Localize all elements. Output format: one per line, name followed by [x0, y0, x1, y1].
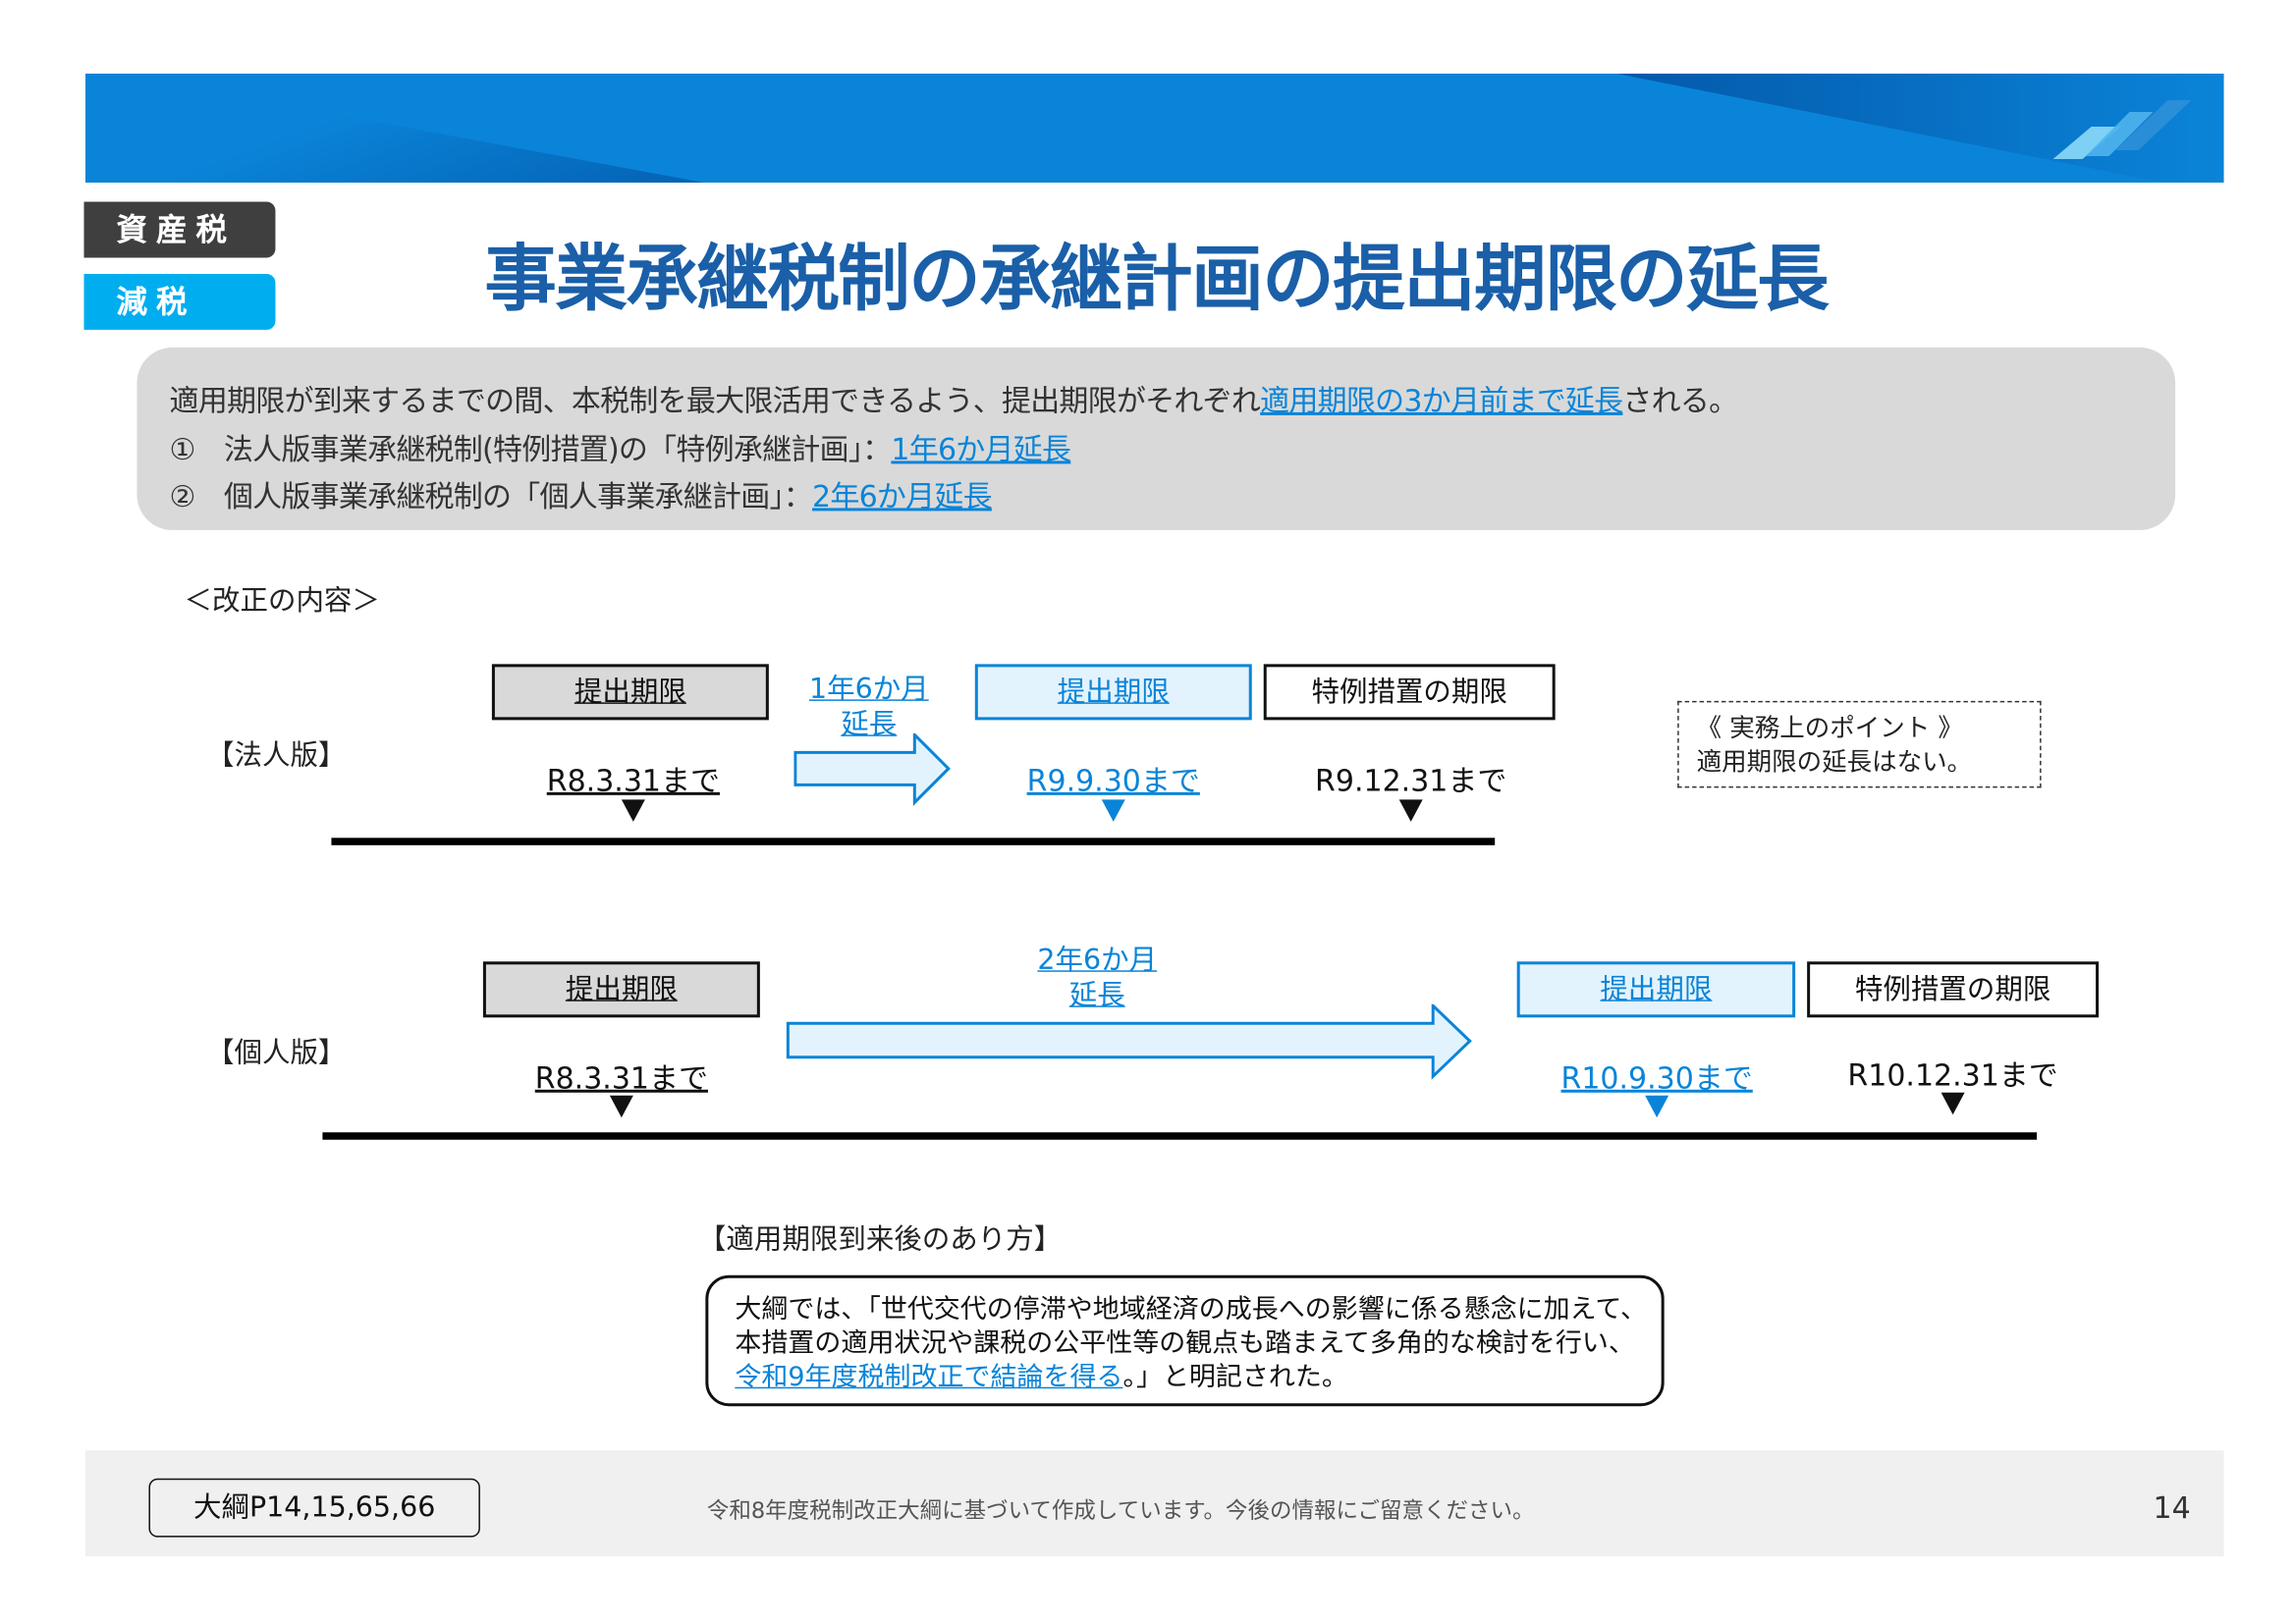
after-heading: 【適用期限到来後のあり方】 [697, 1223, 1063, 1257]
section-label: ＜改正の内容＞ [184, 584, 380, 618]
after-line: 本措置の適用状況や課税の公平性等の観点も踏まえて多角的な検討を行い、 [735, 1327, 1635, 1360]
corporate-box-before: 提出期限 [491, 664, 769, 721]
corporate-date-special: R9.12.31まで [1315, 762, 1507, 798]
summary-line-1: 適用期限が到来するまでの間、本税制を最大限活用できるよう、提出期限がそれぞれ適用… [169, 377, 1738, 419]
tag-tax-reduction: 減税 [83, 273, 276, 330]
personal-date-special: R10.12.31まで [1847, 1056, 2058, 1093]
corporate-label: 【法人版】 [205, 738, 347, 772]
footer-note: 令和8年度税制改正大綱に基づいて作成しています。今後の情報にご留意ください。 [706, 1497, 1535, 1525]
personal-date-before: R8.3.31まで [534, 1059, 708, 1096]
personal-box-after: 提出期限 [1516, 961, 1796, 1018]
corporate-timeline [331, 838, 1496, 845]
summary-link[interactable]: 適用期限の3か月前まで延長 [1260, 382, 1623, 418]
personal-timeline [322, 1132, 2038, 1140]
personal-arrow-icon [786, 1003, 1472, 1080]
tag-asset-tax: 資産税 [83, 201, 276, 258]
header-banner [84, 73, 2224, 183]
after-box: 大綱では、「世代交代の停滞や地域経済の成長への影響に係る懸念に加えて、 本措置の… [705, 1274, 1665, 1407]
marker-triangle-icon [609, 1095, 633, 1118]
summary-box: 適用期限が到来するまでの間、本税制を最大限活用できるよう、提出期限がそれぞれ適用… [137, 347, 2176, 530]
summary-line-2: ① 法人版事業承継税制(特例措置)の「特例承継計画」：1年6か月延長 [169, 425, 1071, 467]
corporate-arrow-icon [793, 732, 951, 806]
after-line: 大綱では、「世代交代の停滞や地域経済の成長への影響に係る懸念に加えて、 [735, 1294, 1647, 1325]
summary-text: 適用期限が到来するまでの間、本税制を最大限活用できるよう、提出期限がそれぞれ [169, 382, 1261, 418]
page-number: 14 [2153, 1489, 2191, 1526]
marker-triangle-icon [1645, 1095, 1669, 1118]
after-link[interactable]: 令和9年度税制改正で結論を得る [735, 1362, 1123, 1393]
personal-extension-link[interactable]: 2年6か月延長 [1037, 944, 1158, 1012]
personal-box-special: 特例措置の期限 [1807, 961, 2100, 1018]
after-line: 令和9年度税制改正で結論を得る。」と明記された。 [735, 1362, 1348, 1393]
summary-text: される。 [1622, 382, 1738, 418]
summary-text: ① 法人版事業承継税制(特例措置)の「特例承継計画」： [169, 431, 892, 467]
corporate-box-special: 特例措置の期限 [1263, 664, 1556, 721]
personal-box-before: 提出期限 [482, 961, 760, 1018]
corporate-date-before: R8.3.31まで [546, 762, 720, 798]
summary-line-3: ② 個人版事業承継税制の「個人事業承継計画」：2年6か月延長 [169, 472, 993, 514]
point-title: 《 実務上のポイント 》 [1696, 714, 1963, 744]
page-title: 事業承継税制の承継計画の提出期限の延長 [484, 237, 1829, 321]
footer [84, 1450, 2224, 1557]
personal-date-after: R10.9.30まで [1560, 1059, 1753, 1096]
corporate-box-after: 提出期限 [974, 664, 1252, 721]
summary-link[interactable]: 2年6か月延長 [811, 478, 993, 514]
summary-link[interactable]: 1年6か月延長 [891, 431, 1071, 467]
practical-point-box: 《 実務上のポイント 》適用期限の延長はない。 [1677, 700, 2042, 788]
logo-icon [2052, 99, 2192, 159]
point-text: 適用期限の延長はない。 [1696, 747, 1973, 778]
personal-label: 【個人版】 [205, 1036, 347, 1069]
marker-triangle-icon [1398, 799, 1423, 822]
corporate-date-after: R9.9.30まで [1026, 762, 1200, 798]
marker-triangle-icon [1941, 1092, 1965, 1115]
reference-box: 大綱P14,15,65,66 [148, 1478, 480, 1538]
corporate-extension-link[interactable]: 1年6か月延長 [808, 673, 929, 741]
marker-triangle-icon [1101, 799, 1125, 822]
summary-text: ② 個人版事業承継税制の「個人事業承継計画」： [169, 478, 812, 514]
marker-triangle-icon [621, 799, 645, 822]
